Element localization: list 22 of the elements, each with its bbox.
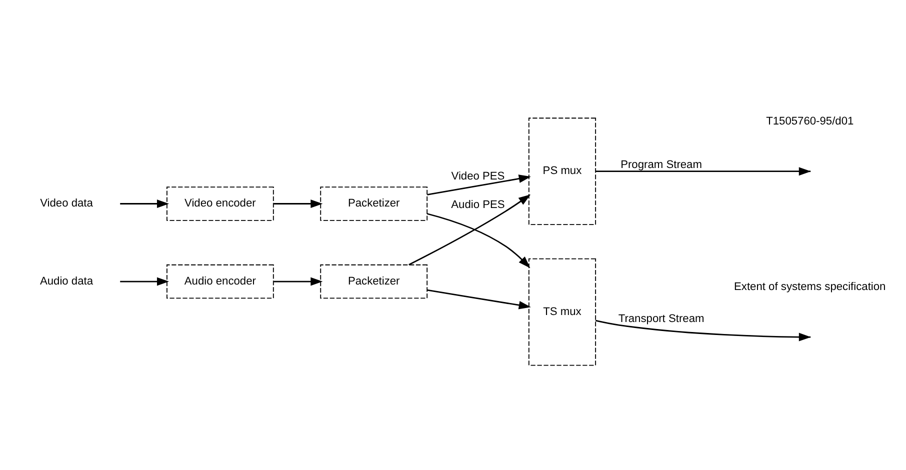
arrow bbox=[274, 277, 323, 286]
label: T1505760-95/d01 bbox=[766, 115, 854, 128]
arrow bbox=[427, 174, 531, 196]
node-box: Video encoder bbox=[166, 186, 274, 221]
node-box: PS mux bbox=[528, 118, 596, 226]
edge-label: Program Stream bbox=[620, 159, 702, 172]
node-box: Packetizer bbox=[320, 264, 428, 299]
arrow bbox=[427, 213, 530, 268]
node-box: Audio encoder bbox=[166, 264, 274, 299]
arrow bbox=[274, 200, 323, 208]
node-text: Audio data bbox=[40, 275, 94, 288]
arrow bbox=[427, 289, 531, 310]
label: Extent of systems specification bbox=[734, 280, 886, 293]
edge-label: Video PES bbox=[451, 170, 505, 182]
arrow bbox=[120, 200, 170, 208]
node-text: Video data bbox=[40, 198, 93, 210]
node-box: TS mux bbox=[528, 258, 596, 366]
node-box: Packetizer bbox=[320, 186, 428, 221]
edge-label: Transport Stream bbox=[618, 312, 704, 325]
arrow bbox=[408, 194, 531, 266]
edge-label: Audio PES bbox=[451, 199, 505, 212]
arrow bbox=[120, 277, 170, 286]
